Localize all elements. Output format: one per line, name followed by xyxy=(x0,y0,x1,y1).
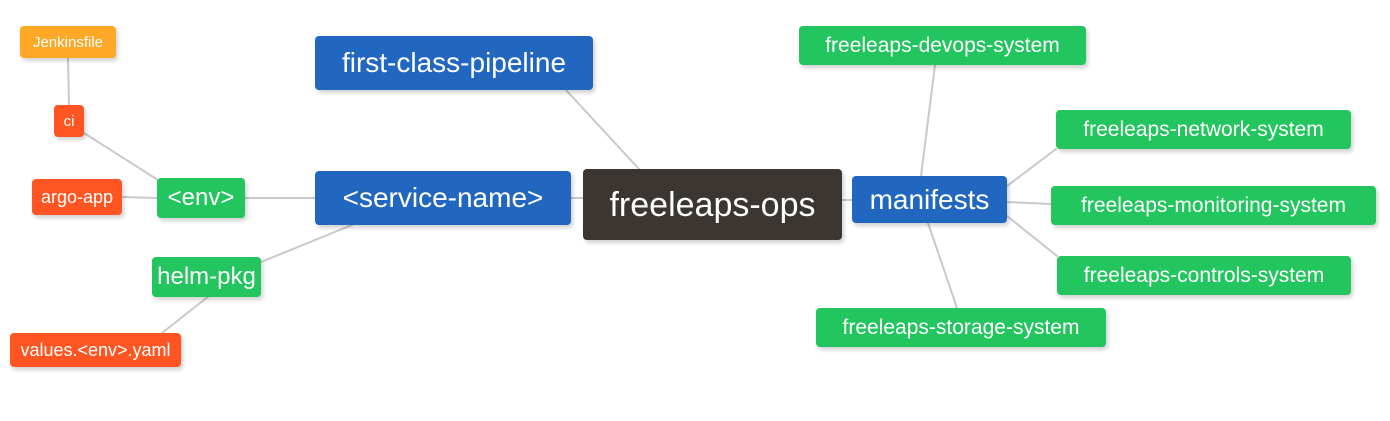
node-values-env-yaml[interactable]: values.<env>.yaml xyxy=(10,333,181,367)
node-label: argo-app xyxy=(40,187,114,207)
node-label: freeleaps-controls-system xyxy=(1083,264,1325,287)
edge-jenkinsfile-to-ci xyxy=(67,57,70,106)
node-label: first-class-pipeline xyxy=(341,47,567,78)
node-label: freeleaps-devops-system xyxy=(825,34,1060,57)
node-env[interactable]: <env> xyxy=(157,178,245,218)
node-helm-pkg[interactable]: helm-pkg xyxy=(152,257,261,297)
node-freeleaps-monitoring-system[interactable]: freeleaps-monitoring-system xyxy=(1051,186,1376,225)
edge-first-class-pipeline-to-freeleaps-ops xyxy=(565,89,640,170)
edge-ci-to-env xyxy=(83,132,162,183)
node-first-class-pipeline[interactable]: first-class-pipeline xyxy=(315,36,593,90)
edge-manifests-to-freeleaps-devops-system xyxy=(920,64,936,177)
edge-helm-pkg-to-service-name xyxy=(260,224,353,263)
node-label: ci xyxy=(63,112,75,130)
node-label: values.<env>.yaml xyxy=(20,340,171,360)
node-argo-app[interactable]: argo-app xyxy=(32,179,122,215)
node-label: <service-name> xyxy=(342,182,544,213)
node-label: <env> xyxy=(167,184,235,211)
node-label: manifests xyxy=(869,183,990,215)
node-freeleaps-network-system[interactable]: freeleaps-network-system xyxy=(1056,110,1351,149)
node-label: freeleaps-network-system xyxy=(1083,118,1324,141)
node-service-name[interactable]: <service-name> xyxy=(315,171,571,225)
node-freeleaps-controls-system[interactable]: freeleaps-controls-system xyxy=(1057,256,1351,295)
edge-argo-app-to-env xyxy=(121,196,158,199)
node-freeleaps-storage-system[interactable]: freeleaps-storage-system xyxy=(816,308,1106,347)
edge-manifests-to-freeleaps-network-system xyxy=(1006,148,1057,187)
edge-values-env-yaml-to-helm-pkg xyxy=(161,291,215,334)
node-label: helm-pkg xyxy=(157,263,256,290)
edge-manifests-to-freeleaps-controls-system xyxy=(1006,215,1058,257)
edge-manifests-to-freeleaps-storage-system xyxy=(927,222,958,309)
node-label: freeleaps-storage-system xyxy=(842,316,1080,339)
node-manifests[interactable]: manifests xyxy=(852,176,1007,223)
edge-manifests-to-freeleaps-monitoring-system xyxy=(1006,201,1052,205)
node-jenkinsfile[interactable]: Jenkinsfile xyxy=(20,26,116,58)
node-freeleaps-ops[interactable]: freeleaps-ops xyxy=(583,169,842,240)
node-label: Jenkinsfile xyxy=(32,33,104,51)
node-freeleaps-devops-system[interactable]: freeleaps-devops-system xyxy=(799,26,1086,65)
node-label: freeleaps-monitoring-system xyxy=(1081,194,1346,217)
node-ci[interactable]: ci xyxy=(54,105,84,137)
node-label: freeleaps-ops xyxy=(609,185,816,224)
